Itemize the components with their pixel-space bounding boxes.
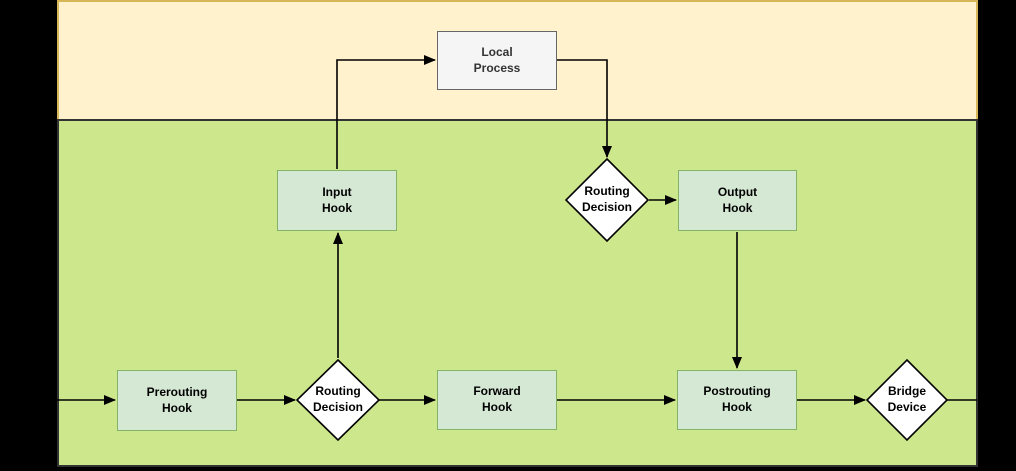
node-output-hook: Output Hook	[678, 170, 797, 231]
node-routing-decision-upper: Routing Decision	[566, 160, 648, 240]
node-label: Input Hook	[322, 184, 352, 215]
node-forward-hook: Forward Hook	[437, 370, 557, 430]
node-label: Routing Decision	[312, 384, 363, 414]
node-postrouting-hook: Postrouting Hook	[677, 370, 797, 430]
node-routing-decision-main: Routing Decision	[297, 360, 379, 440]
node-label: Postrouting Hook	[703, 384, 771, 414]
node-label: Local Process	[473, 44, 521, 75]
node-local-process: Local Process	[437, 31, 557, 90]
node-label: Bridge Device	[887, 384, 927, 414]
node-label: Prerouting Hook	[146, 384, 208, 415]
node-input-hook: Input Hook	[277, 170, 397, 231]
node-label: Output Hook	[717, 184, 758, 215]
node-label: Forward Hook	[473, 384, 521, 414]
node-label: Routing Decision	[581, 184, 632, 214]
node-bridge-device: Bridge Device	[866, 360, 948, 440]
node-prerouting-hook: Prerouting Hook	[117, 370, 237, 431]
